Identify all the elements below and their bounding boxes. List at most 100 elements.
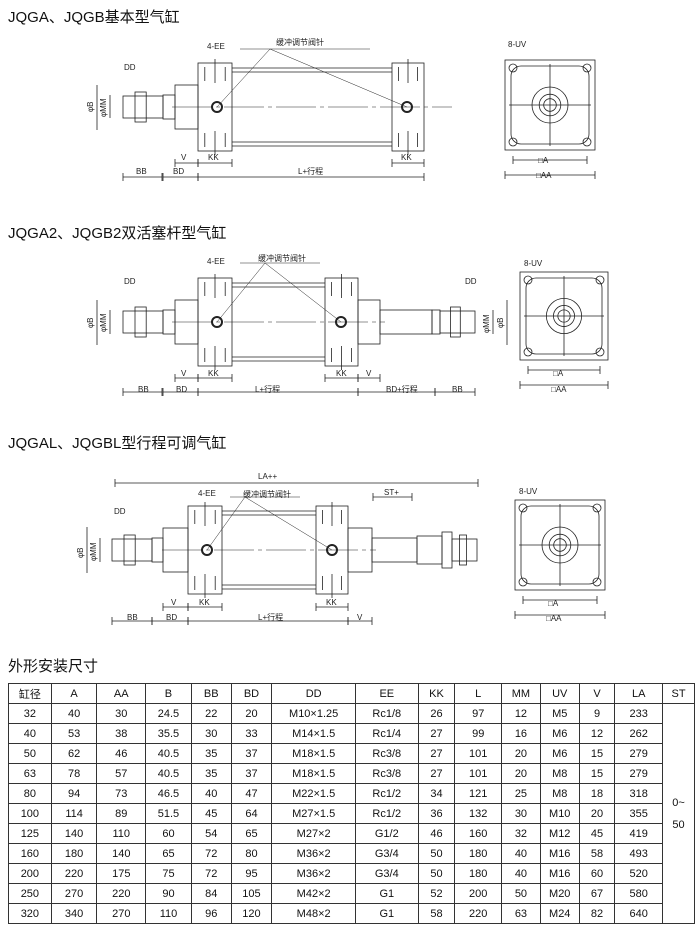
table-cell: M36×2	[271, 843, 356, 864]
table-cell: 24.5	[145, 703, 192, 724]
table-cell: M20	[539, 883, 580, 904]
label-kk: KK	[208, 153, 219, 162]
rod-thread	[111, 538, 153, 562]
table-cell: Rc1/2	[354, 803, 419, 824]
table-cell: M48×2	[271, 903, 356, 924]
table-cell: 220	[454, 903, 503, 924]
label-bd: BD	[166, 613, 177, 622]
table-cell: 80	[8, 783, 52, 804]
column-header: BB	[190, 683, 232, 704]
table-cell: 220	[96, 883, 147, 904]
table-cell: 72	[190, 843, 232, 864]
table-cell: 37	[230, 763, 273, 784]
table-cell: 125	[8, 823, 52, 844]
table-cell: 47	[230, 783, 273, 804]
column-header: MM	[501, 683, 541, 704]
table-cell: 45	[190, 803, 232, 824]
column-header: ST	[662, 683, 695, 704]
column-header: DD	[271, 683, 356, 704]
label-v: V	[171, 598, 177, 607]
label-kk: KK	[208, 369, 219, 378]
section-title-basic: JQGA、JQGB基本型气缸	[8, 9, 180, 26]
label-a: □A	[538, 156, 549, 165]
table-cell: 22	[190, 703, 232, 724]
label-needle: 缓冲调节阀针	[243, 489, 291, 499]
label-uv: 8-UV	[508, 40, 527, 49]
table-cell: Rc3/8	[354, 743, 419, 764]
rod-thread	[451, 538, 478, 562]
label-bd: BD	[173, 167, 184, 176]
table-cell: 32	[501, 823, 541, 844]
cushion-needle-icon	[211, 101, 223, 113]
label-dd: DD	[114, 507, 126, 516]
table-cell: M6	[539, 743, 580, 764]
table-cell: 160	[454, 823, 503, 844]
table-cell: 9	[578, 703, 616, 724]
label-kk: KK	[326, 598, 337, 607]
table-cell: 12	[501, 703, 541, 724]
table-cell: 58	[417, 903, 456, 924]
table-cell: 132	[454, 803, 503, 824]
table-cell: 270	[50, 883, 98, 904]
leader-line	[269, 48, 408, 108]
table-cell: 36	[417, 803, 456, 824]
table-cell: 95	[230, 863, 273, 884]
drawing-basic-labels: DD 4-EE 缓冲调节阀针 φB φMM V KK KK BB BD L+行程…	[86, 37, 552, 180]
label-dd: DD	[124, 63, 136, 72]
table-cell: M18×1.5	[271, 743, 356, 764]
label-kk: KK	[199, 598, 210, 607]
table-cell: M24	[539, 903, 580, 924]
table-cell: 34	[417, 783, 456, 804]
label-st: ST+	[384, 488, 399, 497]
column-header: B	[145, 683, 192, 704]
table-cell: 30	[96, 703, 147, 724]
hex-nut-icon	[123, 534, 136, 566]
mounting-hole-icon	[518, 503, 528, 513]
label-phi-mm: φMM	[89, 542, 98, 561]
label-bb: BB	[138, 385, 149, 394]
label-ee: 4-EE	[207, 257, 225, 266]
table-cell: M8	[539, 763, 580, 784]
table-cell: 46.5	[145, 783, 192, 804]
mounting-hole-icon	[518, 577, 528, 587]
table-cell: M42×2	[271, 883, 356, 904]
table-cell: 35	[190, 763, 232, 784]
label-dd: DD	[465, 277, 477, 286]
label-la: LA++	[258, 472, 277, 481]
table-cell: M27×1.5	[271, 803, 356, 824]
table-cell: 419	[614, 823, 664, 844]
table-cell: 121	[454, 783, 503, 804]
end-view-square	[519, 271, 609, 361]
table-cell: Rc3/8	[354, 763, 419, 784]
table-cell: 40.5	[145, 763, 192, 784]
table-cell: 94	[50, 783, 98, 804]
leader-line	[216, 48, 271, 108]
table-cell: M36×2	[271, 863, 356, 884]
label-v: V	[181, 153, 187, 162]
table-cell: 60	[578, 863, 616, 884]
table-cell: 16	[501, 723, 541, 744]
label-l-stroke: L+行程	[255, 384, 280, 394]
table-cell: 72	[190, 863, 232, 884]
table-cell: 84	[190, 883, 232, 904]
table-cell: 18	[578, 783, 616, 804]
table-cell: 580	[614, 883, 664, 904]
table-cell: 520	[614, 863, 664, 884]
table-cell: 175	[96, 863, 147, 884]
table-cell: 318	[614, 783, 664, 804]
end-view-square	[514, 499, 606, 591]
label-uv: 8-UV	[524, 259, 543, 268]
table-cell: 200	[8, 863, 52, 884]
table-cell: G3/4	[354, 863, 419, 884]
section-title-double-rod: JQGA2、JQGB2双活塞杆型气缸	[8, 225, 227, 242]
table-cell: 62	[50, 743, 98, 764]
mounting-hole-icon	[595, 275, 605, 285]
column-header: UV	[539, 683, 580, 704]
label-dd: DD	[124, 277, 136, 286]
label-bb: BB	[452, 385, 463, 394]
